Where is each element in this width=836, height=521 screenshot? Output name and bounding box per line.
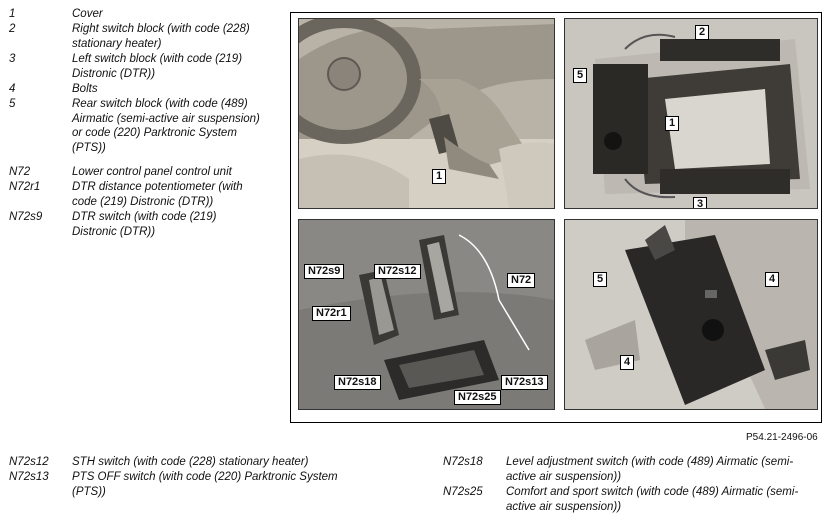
photo-switch-blocks: 2 5 1 3 bbox=[564, 18, 818, 209]
callout-label: N72s9 bbox=[304, 264, 345, 279]
callout-label: 3 bbox=[693, 197, 708, 208]
callout-label: 2 bbox=[695, 25, 710, 40]
legend-code: 4 bbox=[9, 83, 16, 95]
legend-code: 1 bbox=[9, 8, 16, 20]
callout-label: 5 bbox=[593, 272, 608, 287]
legend-text: Lower control panel control unit bbox=[72, 166, 232, 178]
legend-text: Cover bbox=[72, 8, 103, 20]
callout-label: 4 bbox=[620, 355, 635, 370]
legend-code: N72s12 bbox=[9, 456, 49, 468]
legend-text: Level adjustment switch (with code (489)… bbox=[506, 456, 794, 483]
photo-switches: N72s9 N72s12 N72 N72r1 N72s18 N72s13 N72… bbox=[298, 219, 555, 410]
figure-frame: 1 2 5 1 3 bbox=[290, 12, 822, 423]
legend-bottom: N72s12 STH switch (with code (228) statio… bbox=[9, 455, 829, 519]
photo-interior: 1 bbox=[298, 18, 555, 209]
legend-code: 5 bbox=[9, 98, 16, 110]
callout-label: N72s13 bbox=[501, 375, 548, 390]
legend-text: Left switch block (with code (219) Distr… bbox=[72, 53, 243, 80]
legend-code: N72r1 bbox=[9, 181, 41, 193]
callout-label: 1 bbox=[432, 169, 447, 184]
legend-text: PTS OFF switch (with code (220) Parktron… bbox=[72, 471, 338, 498]
callout-label: N72s18 bbox=[334, 375, 381, 390]
switch-blocks-illustration bbox=[565, 19, 817, 208]
callout-label: N72s12 bbox=[374, 264, 421, 279]
interior-illustration bbox=[299, 19, 554, 208]
legend-text: Rear switch block (with code (489) Airma… bbox=[72, 98, 260, 154]
legend-text: STH switch (with code (228) stationary h… bbox=[72, 456, 309, 468]
legend-code: N72s9 bbox=[9, 211, 43, 223]
callout-label: 4 bbox=[765, 272, 780, 287]
callout-label: N72 bbox=[507, 273, 536, 288]
legend-top: 1 Cover 2 Right switch block (with code (2… bbox=[9, 7, 279, 247]
legend-text: DTR switch (with code (219) Distronic (D… bbox=[72, 211, 217, 238]
legend-text: Comfort and sport switch (with code (489… bbox=[506, 486, 799, 513]
legend-code: N72s18 bbox=[443, 456, 483, 468]
legend-text: DTR distance potentiometer (with code (2… bbox=[72, 181, 243, 208]
legend-code: 2 bbox=[9, 23, 16, 35]
callout-label: N72s25 bbox=[454, 390, 501, 405]
legend-text: Bolts bbox=[72, 83, 98, 95]
callout-label: 1 bbox=[665, 116, 680, 131]
legend-code: N72 bbox=[9, 166, 31, 178]
legend-code: N72s13 bbox=[9, 471, 49, 483]
photo-rear-switch-block: 5 4 4 bbox=[564, 219, 818, 410]
callout-label: 5 bbox=[573, 68, 588, 83]
legend-code: N72s25 bbox=[443, 486, 483, 498]
figure-reference: P54.21-2496-06 bbox=[746, 432, 818, 443]
callout-label: N72r1 bbox=[312, 306, 351, 321]
legend-text: Right switch block (with code (228) stat… bbox=[72, 23, 250, 50]
legend-code: 3 bbox=[9, 53, 16, 65]
rear-switch-block-illustration bbox=[565, 220, 817, 409]
